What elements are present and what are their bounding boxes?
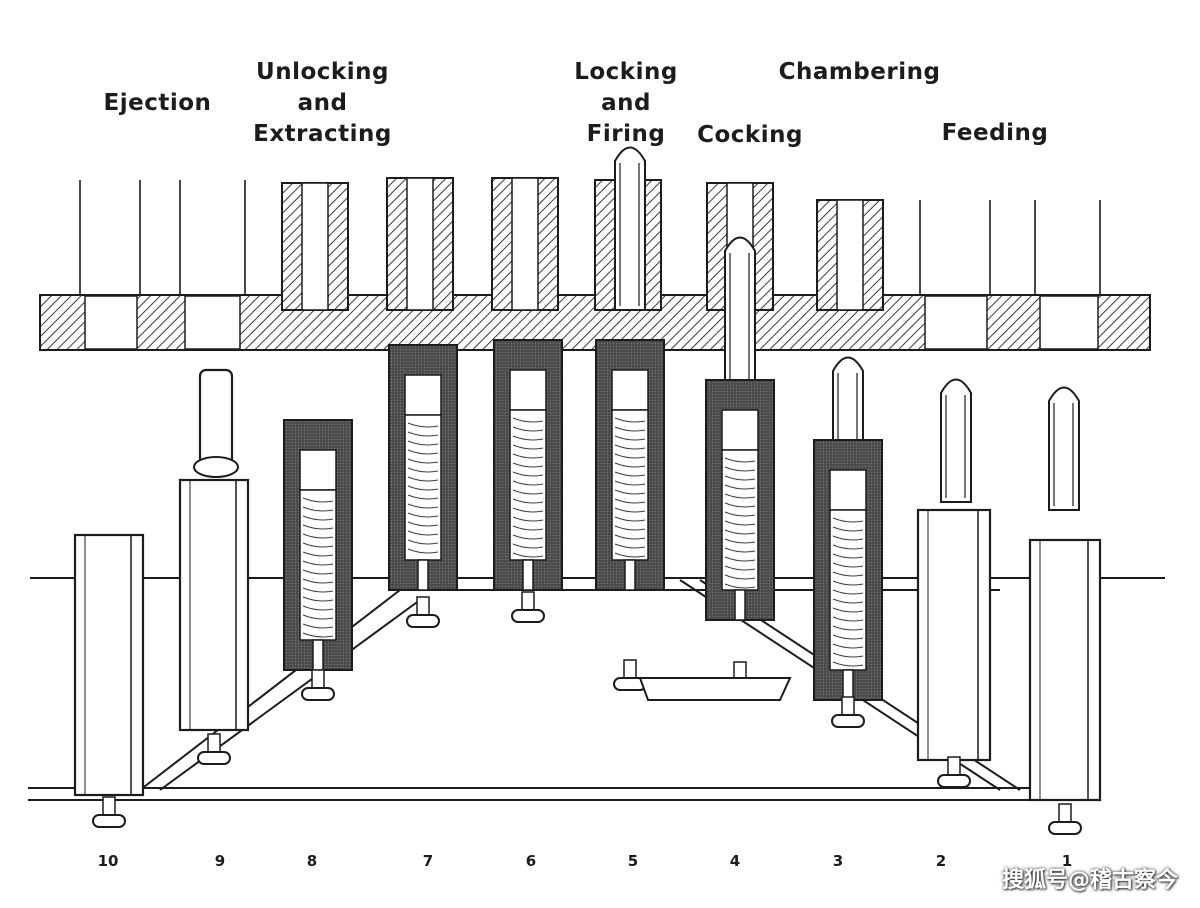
firing-pin-head xyxy=(829,469,867,511)
label-locking-firing: Locking and Firing xyxy=(566,57,686,150)
label-locking-line2: and xyxy=(601,90,651,116)
label-feeding: Feeding xyxy=(941,120,1049,146)
bolt-assembly xyxy=(388,344,458,628)
bolt-body xyxy=(916,508,992,788)
station-number: 8 xyxy=(306,852,318,870)
label-unlocking-line1: Unlocking xyxy=(256,59,389,85)
bolt-assemblies xyxy=(73,146,1102,835)
bolt-body xyxy=(73,533,145,828)
bolt-body xyxy=(1028,538,1102,835)
guide-tubes xyxy=(281,177,884,311)
label-unlocking-extracting: Unlocking and Extracting xyxy=(250,57,395,150)
firing-pin-head xyxy=(299,449,337,491)
guide-tube xyxy=(281,182,349,311)
label-unlocking-line3: Extracting xyxy=(253,121,392,147)
bolt-body xyxy=(178,478,250,765)
cartridge xyxy=(1048,386,1080,511)
station-number: 7 xyxy=(422,852,434,870)
label-locking-line3: Firing xyxy=(586,121,666,147)
firing-pin-head xyxy=(404,374,442,416)
bolt-assembly xyxy=(595,146,665,691)
firing-pin-head xyxy=(509,369,547,411)
firing-pin-head xyxy=(721,409,759,451)
station-number: 10 xyxy=(97,852,119,870)
label-locking-line1: Locking xyxy=(574,59,678,85)
guide-tube xyxy=(386,177,454,311)
firing-pin-head xyxy=(611,369,649,411)
rotor-band-windows xyxy=(84,295,1099,350)
cam-plate xyxy=(638,677,792,701)
label-unlocking-line2: and xyxy=(297,90,348,116)
bolt-assembly xyxy=(283,419,353,701)
station-number: 1 xyxy=(1061,852,1073,870)
receiver-wall xyxy=(79,180,1101,295)
label-ejection: Ejection xyxy=(103,90,212,116)
station-number: 4 xyxy=(729,852,741,870)
station-number: 3 xyxy=(832,852,844,870)
station-number: 6 xyxy=(525,852,537,870)
cartridge xyxy=(940,378,972,503)
bolt-assembly xyxy=(705,236,775,693)
bolt-assembly xyxy=(493,339,563,623)
watermark: 搜狐号@稽古察今 xyxy=(1001,868,1178,893)
station-number: 9 xyxy=(214,852,226,870)
label-chambering: Chambering xyxy=(778,59,941,85)
guide-tube xyxy=(816,199,884,311)
station-number: 2 xyxy=(935,852,947,870)
guide-tube xyxy=(491,177,559,311)
station-number: 5 xyxy=(627,852,639,870)
bolt-assembly xyxy=(813,356,883,728)
ejected-case xyxy=(193,368,239,478)
label-cocking: Cocking xyxy=(697,122,803,148)
